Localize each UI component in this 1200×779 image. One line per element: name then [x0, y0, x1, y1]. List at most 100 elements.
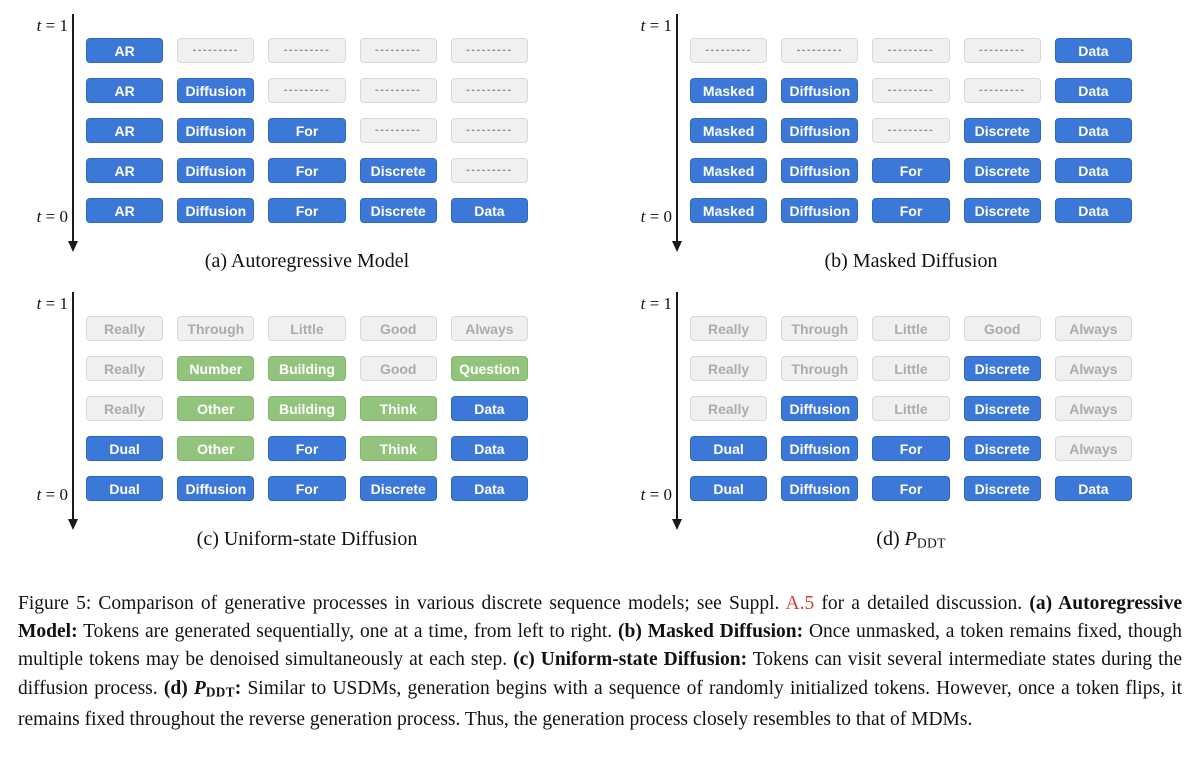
token-row: ------------------------------------Data — [690, 38, 1133, 63]
token-diffusion: Diffusion — [781, 118, 859, 143]
token-empty: --------- — [450, 38, 529, 63]
token-empty: --------- — [359, 118, 437, 143]
token-dual: Dual — [86, 436, 164, 461]
panel-autoregressive-model: t = 1 t = 0 AR --------- --------- --------… — [28, 8, 529, 280]
token-discrete: Discrete — [963, 356, 1041, 381]
token-data: Data — [1054, 198, 1133, 223]
token-discrete: Discrete — [963, 436, 1041, 461]
token-empty: --------- — [872, 78, 950, 103]
token-number: Number — [177, 356, 255, 381]
token-building: Building — [268, 356, 346, 381]
token-little: Little — [268, 316, 346, 341]
token-other: Other — [177, 436, 255, 461]
token-good: Good — [359, 316, 437, 341]
token-empty: --------- — [963, 78, 1041, 103]
time-axis-arrow-icon — [68, 241, 78, 252]
token-diffusion: Diffusion — [781, 396, 859, 421]
token-for: For — [872, 436, 950, 461]
token-row: Dual Diffusion For Discrete Always — [690, 436, 1133, 461]
token-diffusion: Diffusion — [781, 476, 859, 501]
time-axis-arrow-icon — [672, 241, 682, 252]
panel-caption-b: (b) Masked Diffusion — [690, 250, 1132, 273]
token-diffusion: Diffusion — [177, 158, 255, 183]
time-axis-line — [672, 292, 682, 530]
token-discrete: Discrete — [963, 476, 1041, 501]
token-empty: --------- — [359, 38, 437, 63]
time-label-t1: t = 1 — [36, 16, 68, 35]
caption-segment: (c) Uniform-state Diffusion: — [513, 649, 748, 671]
token-for: For — [268, 118, 346, 143]
token-for: For — [268, 476, 346, 501]
token-dual: Dual — [690, 436, 768, 461]
caption-link[interactable]: A.5 — [785, 593, 815, 614]
token-empty: --------- — [268, 38, 346, 63]
token-diffusion: Diffusion — [177, 78, 255, 103]
token-really: Really — [86, 396, 164, 421]
token-grid: AR------------------------------------AR… — [86, 38, 529, 238]
token-always: Always — [1054, 356, 1133, 381]
token-empty: --------- — [450, 158, 529, 183]
caption-segment: Figure 5: Comparison of generative proce… — [18, 593, 786, 614]
token-discrete: Discrete — [963, 118, 1041, 143]
token-empty: --------- — [872, 38, 950, 63]
token-masked: Masked — [690, 78, 768, 103]
token-for: For — [268, 436, 346, 461]
time-label-t0: t = 0 — [640, 485, 672, 504]
token-for: For — [872, 476, 950, 501]
token-through: Through — [781, 316, 859, 341]
time-label-t0: t = 0 — [36, 485, 68, 504]
caption-segment: DDT — [916, 535, 946, 551]
time-axis-line — [68, 292, 78, 530]
caption-segment: Tokens are generated sequentially, one a… — [77, 621, 619, 643]
token-diffusion: Diffusion — [781, 436, 859, 461]
token-really: Really — [86, 316, 164, 341]
token-through: Through — [177, 316, 255, 341]
token-masked: Masked — [690, 118, 768, 143]
token-empty: --------- — [781, 38, 859, 63]
caption-segment: (b) Masked Diffusion — [824, 250, 998, 272]
token-data: Data — [1054, 118, 1133, 143]
time-axis-arrow-icon — [672, 519, 682, 530]
token-dual: Dual — [86, 476, 164, 501]
token-ar: AR — [86, 78, 164, 103]
time-label-t1: t = 1 — [36, 294, 68, 313]
token-building: Building — [268, 396, 346, 421]
token-good: Good — [963, 316, 1041, 341]
caption-segment: Similar to USDMs, generation begins with… — [18, 677, 1182, 731]
token-empty: --------- — [268, 78, 346, 103]
token-empty: --------- — [359, 78, 437, 103]
figure-caption: Figure 5: Comparison of generative proce… — [18, 590, 1182, 734]
token-masked: Masked — [690, 198, 768, 223]
token-data: Data — [1054, 158, 1133, 183]
time-label-t1: t = 1 — [640, 294, 672, 313]
panel-masked-diffusion: t = 1 t = 0 ----------------------------… — [632, 8, 1133, 280]
token-data: Data — [1054, 38, 1133, 63]
caption-segment: (a) Autoregressive Model — [204, 250, 410, 272]
token-discrete: Discrete — [359, 476, 437, 501]
token-always: Always — [1054, 436, 1133, 461]
panel-caption-d: (d) PDDT — [690, 528, 1132, 551]
token-diffusion: Diffusion — [177, 476, 255, 501]
time-axis-arrow-icon — [68, 519, 78, 530]
token-data: Data — [450, 396, 529, 421]
caption-segment: Tokens can visit several intermediate st… — [18, 649, 1182, 699]
time-label-t0: t = 0 — [36, 207, 68, 226]
panel-caption-a: (a) Autoregressive Model — [86, 250, 528, 273]
token-for: For — [872, 158, 950, 183]
token-diffusion: Diffusion — [177, 118, 255, 143]
token-data: Data — [450, 436, 529, 461]
token-ar: AR — [86, 38, 164, 63]
caption-segment: Once unmasked, a token remains fixed, th… — [18, 621, 1182, 671]
